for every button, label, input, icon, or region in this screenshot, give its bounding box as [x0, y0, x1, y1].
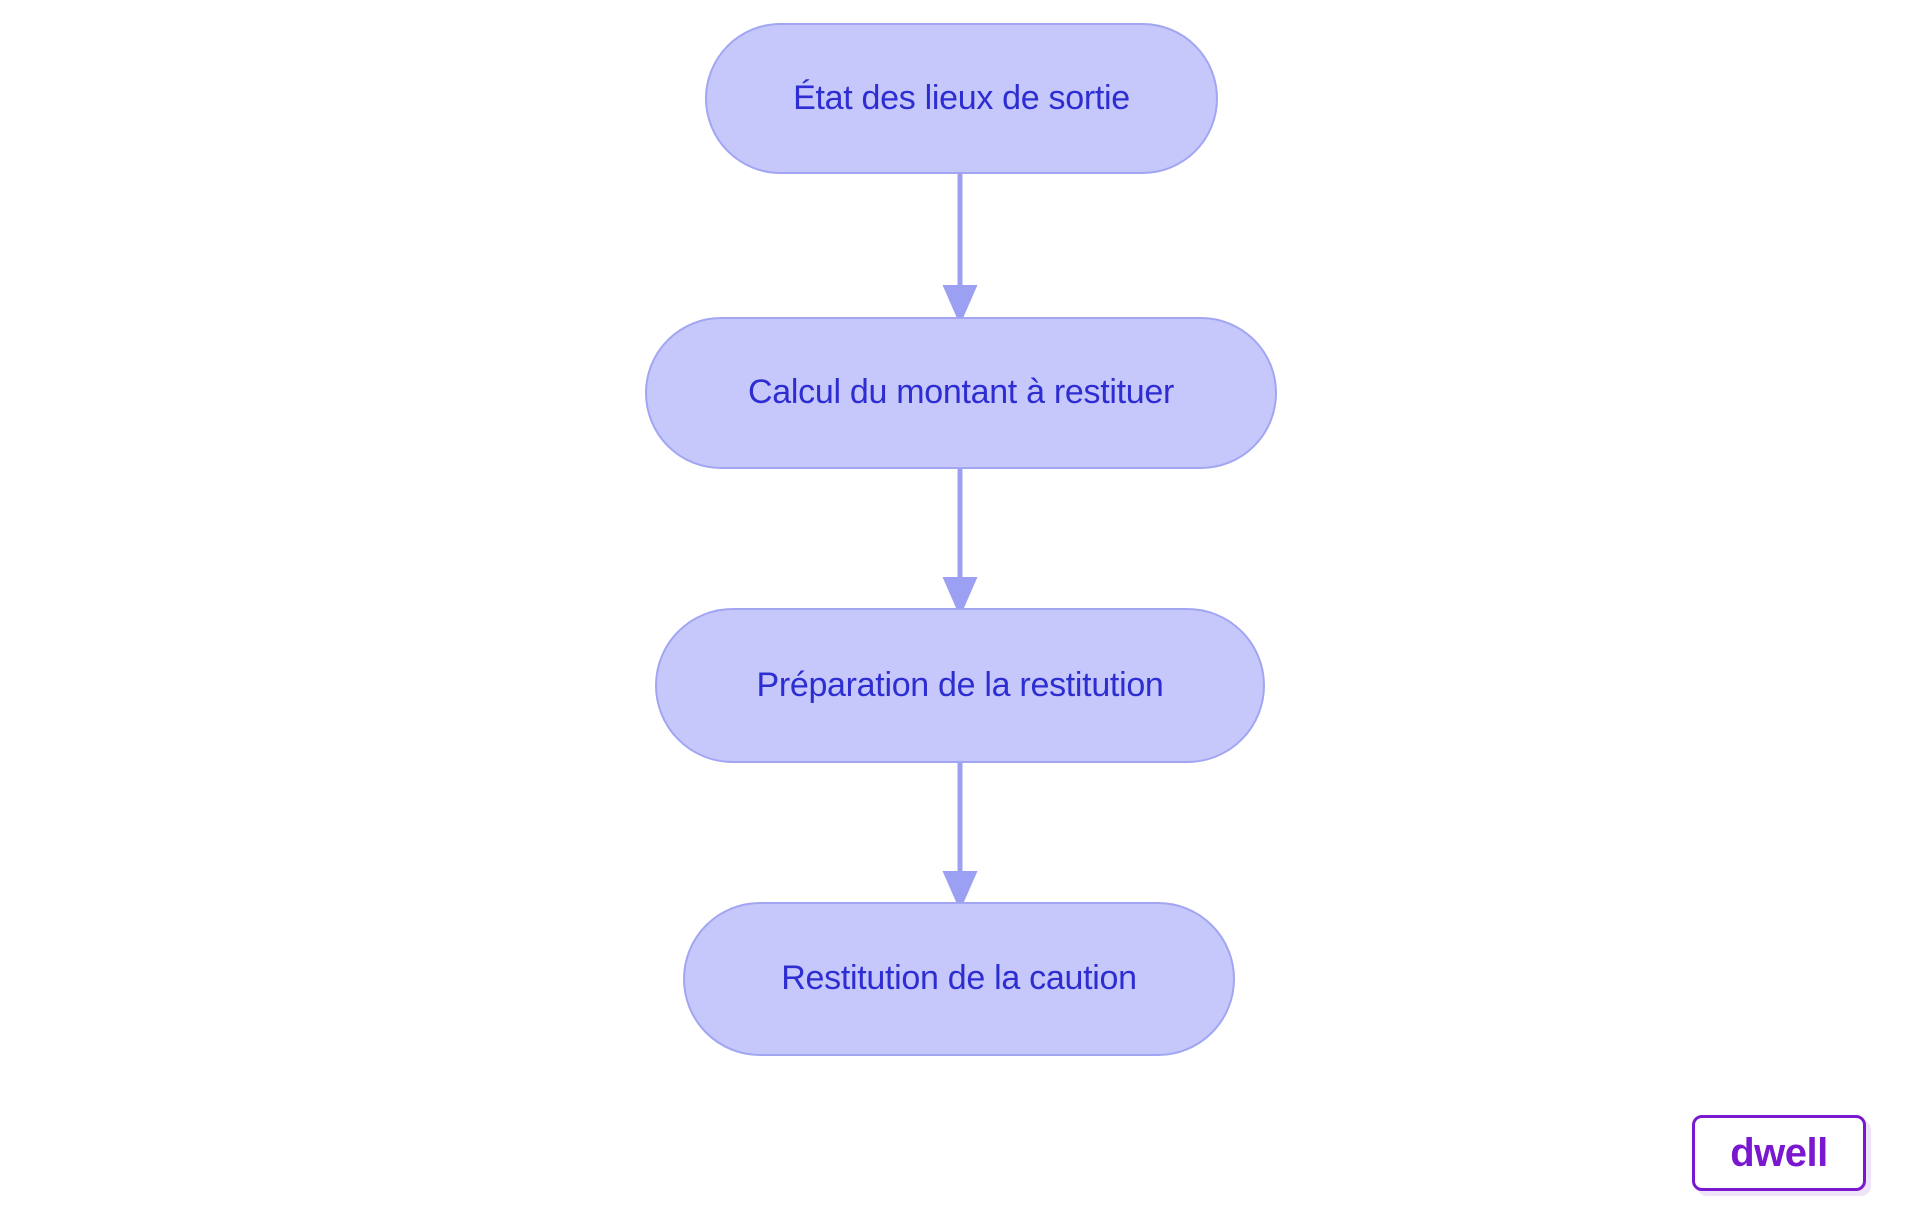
- flowchart-node-etat-des-lieux-de-sortie[interactable]: État des lieux de sortie: [705, 23, 1218, 174]
- node-label: État des lieux de sortie: [793, 78, 1130, 117]
- node-label: Restitution de la caution: [781, 959, 1137, 998]
- flowchart-node-restitution-de-la-caution[interactable]: Restitution de la caution: [683, 902, 1235, 1056]
- node-label: Préparation de la restitution: [756, 665, 1164, 704]
- flowchart-node-calcul-du-montant[interactable]: Calcul du montant à restituer: [645, 317, 1277, 469]
- flowchart-node-preparation-de-la-restitution[interactable]: Préparation de la restitution: [655, 608, 1265, 763]
- node-label: Calcul du montant à restituer: [748, 373, 1174, 412]
- dwell-logo-badge[interactable]: dwell: [1692, 1115, 1866, 1191]
- dwell-wordmark: dwell: [1730, 1131, 1828, 1175]
